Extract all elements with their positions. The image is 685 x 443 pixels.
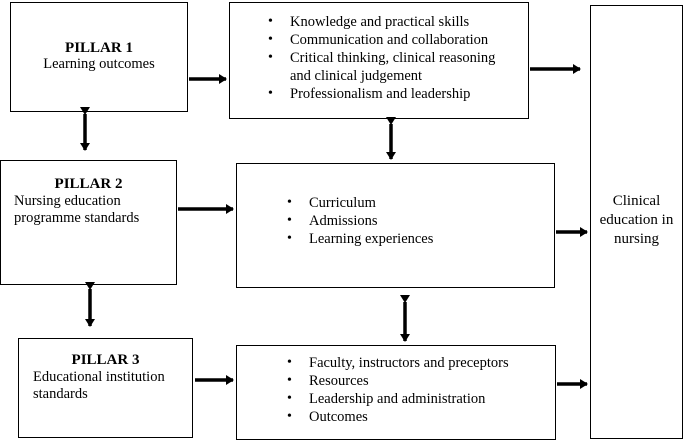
outcome-label: Clinical education in nursing xyxy=(599,193,674,247)
pillar3-box: PILLAR 3 Educational institution standar… xyxy=(18,338,193,438)
pillar1-items-box: Knowledge and practical skills Communica… xyxy=(229,2,529,119)
list-item: Leadership and administration xyxy=(273,390,553,408)
pillar1-subtitle: Learning outcomes xyxy=(43,56,155,72)
list-item: Outcomes xyxy=(273,408,553,426)
list-item: Curriculum xyxy=(273,194,533,212)
pillar2-title: PILLAR 2 xyxy=(54,176,123,192)
list-item: Knowledge and practical skills xyxy=(254,13,516,31)
list-item: Admissions xyxy=(273,212,533,230)
pillar2-items-box: Curriculum Admissions Learning experienc… xyxy=(236,163,555,288)
pillar3-subtitle: Educational institution standards xyxy=(33,369,165,402)
pillar3-items: Faculty, instructors and preceptors Reso… xyxy=(273,354,553,426)
list-item: Communication and collaboration xyxy=(254,31,516,49)
pillar2-box: PILLAR 2 Nursing education programme sta… xyxy=(0,160,177,285)
pillar1-box: PILLAR 1 Learning outcomes xyxy=(10,2,188,112)
pillar2-subtitle: Nursing education programme standards xyxy=(14,193,140,226)
pillar1-title: PILLAR 1 xyxy=(65,40,133,56)
list-item: Critical thinking, clinical reasoning an… xyxy=(254,49,516,85)
pillar3-title: PILLAR 3 xyxy=(71,352,140,368)
list-item: Professionalism and leadership xyxy=(254,85,516,103)
list-item: Resources xyxy=(273,372,553,390)
outcome-box: Clinical education in nursing xyxy=(590,5,683,439)
pillar1-items: Knowledge and practical skills Communica… xyxy=(254,13,516,103)
list-item: Faculty, instructors and preceptors xyxy=(273,354,553,372)
pillar2-items: Curriculum Admissions Learning experienc… xyxy=(273,194,533,248)
pillar3-items-box: Faculty, instructors and preceptors Reso… xyxy=(236,345,556,440)
list-item: Learning experiences xyxy=(273,230,533,248)
